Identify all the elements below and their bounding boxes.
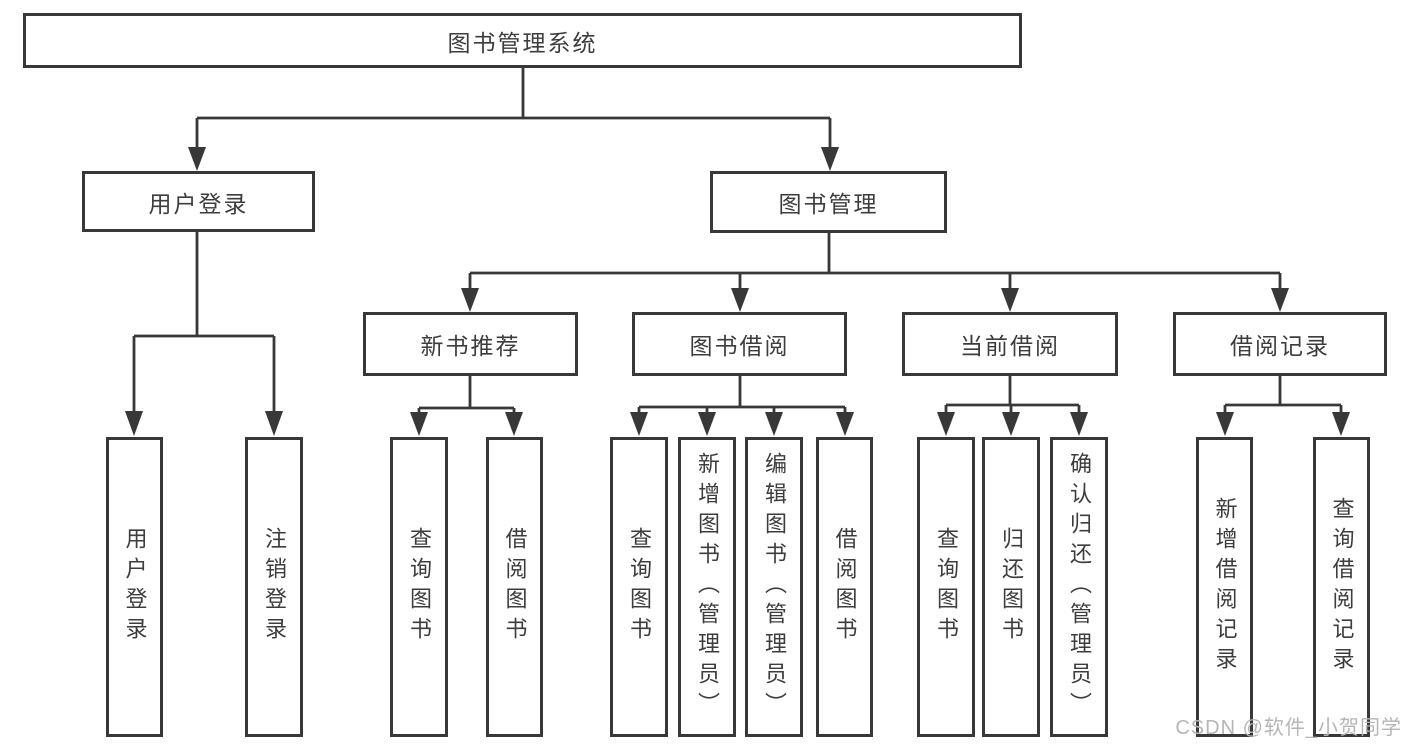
node-user-login: 用户登录 bbox=[82, 171, 315, 232]
leaf-add-books-admin-label: 新增图书（管理员） bbox=[695, 452, 720, 722]
leaf-confirm-return-admin-label: 确认归还（管理员） bbox=[1067, 452, 1092, 722]
leaf-query-books-borrowing-label: 查询图书 bbox=[627, 527, 652, 647]
leaf-query-books-recommend-label: 查询图书 bbox=[407, 527, 432, 647]
leaf-return-books-label: 归还图书 bbox=[999, 527, 1024, 647]
leaf-return-books: 归还图书 bbox=[982, 437, 1040, 737]
leaf-edit-books-admin-label: 编辑图书（管理员） bbox=[762, 452, 787, 722]
leaf-borrow-books-borrowing: 借阅图书 bbox=[816, 437, 873, 737]
leaf-logout-label: 注销登录 bbox=[262, 527, 287, 647]
connector-new-book-recommend-to-leaves bbox=[410, 376, 523, 436]
leaf-borrow-books-recommend: 借阅图书 bbox=[486, 437, 543, 737]
node-current-borrowing: 当前借阅 bbox=[902, 312, 1118, 376]
leaf-borrow-books-recommend-label: 借阅图书 bbox=[502, 527, 528, 647]
node-borrowing-records-label: 借阅记录 bbox=[1230, 333, 1330, 359]
leaf-confirm-return-admin: 确认归还（管理员） bbox=[1050, 437, 1108, 737]
node-root-label: 图书管理系统 bbox=[447, 29, 598, 56]
node-book-management: 图书管理 bbox=[710, 171, 947, 233]
leaf-logout: 注销登录 bbox=[245, 437, 303, 737]
leaf-user-login: 用户登录 bbox=[106, 437, 163, 737]
leaf-borrow-books-borrowing-label: 借阅图书 bbox=[832, 527, 858, 647]
node-current-borrowing-label: 当前借阅 bbox=[960, 333, 1060, 359]
csdn-watermark: CSDN @软件_小贺同学 bbox=[1175, 717, 1402, 739]
leaf-query-borrow-record: 查询借阅记录 bbox=[1313, 437, 1370, 737]
leaf-query-books-recommend: 查询图书 bbox=[390, 437, 448, 737]
node-new-book-recommend-label: 新书推荐 bbox=[420, 333, 521, 359]
leaf-query-books-current: 查询图书 bbox=[917, 437, 975, 737]
connector-borrowing-records-to-leaves bbox=[1216, 376, 1350, 436]
leaf-query-books-current-label: 查询图书 bbox=[934, 527, 959, 647]
connector-book-management-to-level3 bbox=[461, 232, 1289, 312]
node-book-borrowing-label: 图书借阅 bbox=[689, 333, 790, 359]
node-root: 图书管理系统 bbox=[23, 13, 1022, 68]
leaf-add-books-admin: 新增图书（管理员） bbox=[678, 437, 736, 737]
leaf-add-borrow-record: 新增借阅记录 bbox=[1196, 437, 1253, 737]
node-borrowing-records: 借阅记录 bbox=[1173, 312, 1387, 376]
node-user-login-label: 用户登录 bbox=[148, 190, 249, 217]
leaf-edit-books-admin: 编辑图书（管理员） bbox=[745, 437, 803, 737]
leaf-add-borrow-record-label: 新增借阅记录 bbox=[1212, 497, 1238, 677]
node-new-book-recommend: 新书推荐 bbox=[363, 312, 578, 376]
connector-book-borrowing-to-leaves bbox=[630, 376, 854, 436]
node-book-borrowing: 图书借阅 bbox=[632, 312, 847, 376]
leaf-user-login-label: 用户登录 bbox=[122, 527, 148, 647]
connector-user-login-to-leaves bbox=[125, 232, 283, 436]
connector-root-to-level2 bbox=[188, 68, 839, 171]
connector-current-borrowing-to-leaves bbox=[937, 376, 1088, 436]
leaf-query-books-borrowing: 查询图书 bbox=[610, 437, 668, 737]
leaf-query-borrow-record-label: 查询借阅记录 bbox=[1329, 497, 1355, 677]
node-book-management-label: 图书管理 bbox=[778, 191, 879, 217]
